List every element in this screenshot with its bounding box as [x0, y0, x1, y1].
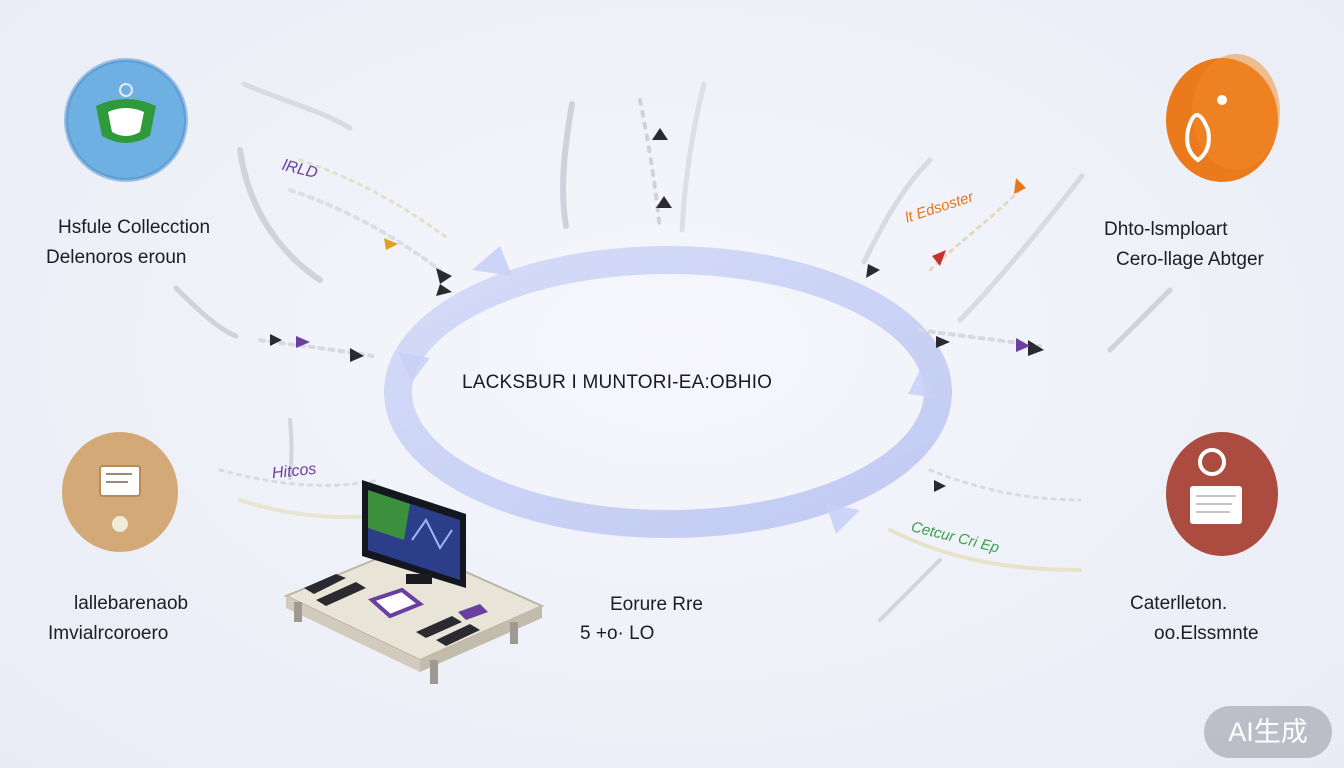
arrow-label-3: Hitcos: [271, 460, 318, 483]
node-bottom-left-icon: [62, 432, 178, 552]
center-title: LACKSBUR I MUNTORI-EA:OBHIO: [462, 372, 773, 393]
arrowheads: [270, 128, 1044, 492]
node-top-right-label-2: Cero-llage Abtger: [1116, 249, 1264, 270]
flow-arrows: [173, 81, 1173, 622]
node-bottom-right-label-2: oo.Elssmnte: [1154, 623, 1259, 644]
node-top-left-icon: [64, 58, 188, 182]
node-bottom-center-icon: [283, 480, 545, 684]
node-bottom-right-icon: [1166, 432, 1278, 556]
node-top-right-icon: [1166, 54, 1280, 182]
node-bottom-left-label-1: lallebarenaob: [74, 593, 189, 614]
accent-marks: [296, 178, 1030, 352]
node-top-right-label-1: Dhto-lsmploart: [1104, 219, 1228, 240]
node-bottom-right-label-1: Caterlleton.: [1130, 593, 1228, 614]
node-bottom-left-label-2: Imvialrcoroero: [48, 623, 169, 644]
node-bottom-center-label-2: 5 +o· LO: [580, 623, 655, 644]
node-bottom-center-label-1: Eorure Rre: [610, 594, 703, 615]
ai-generated-badge: AI生成: [1204, 706, 1332, 758]
center-ring: [384, 246, 952, 538]
node-top-left-label-1: Hsfule Collecction: [58, 217, 211, 238]
node-top-left-label-2: Delenoros eroun: [46, 247, 187, 268]
